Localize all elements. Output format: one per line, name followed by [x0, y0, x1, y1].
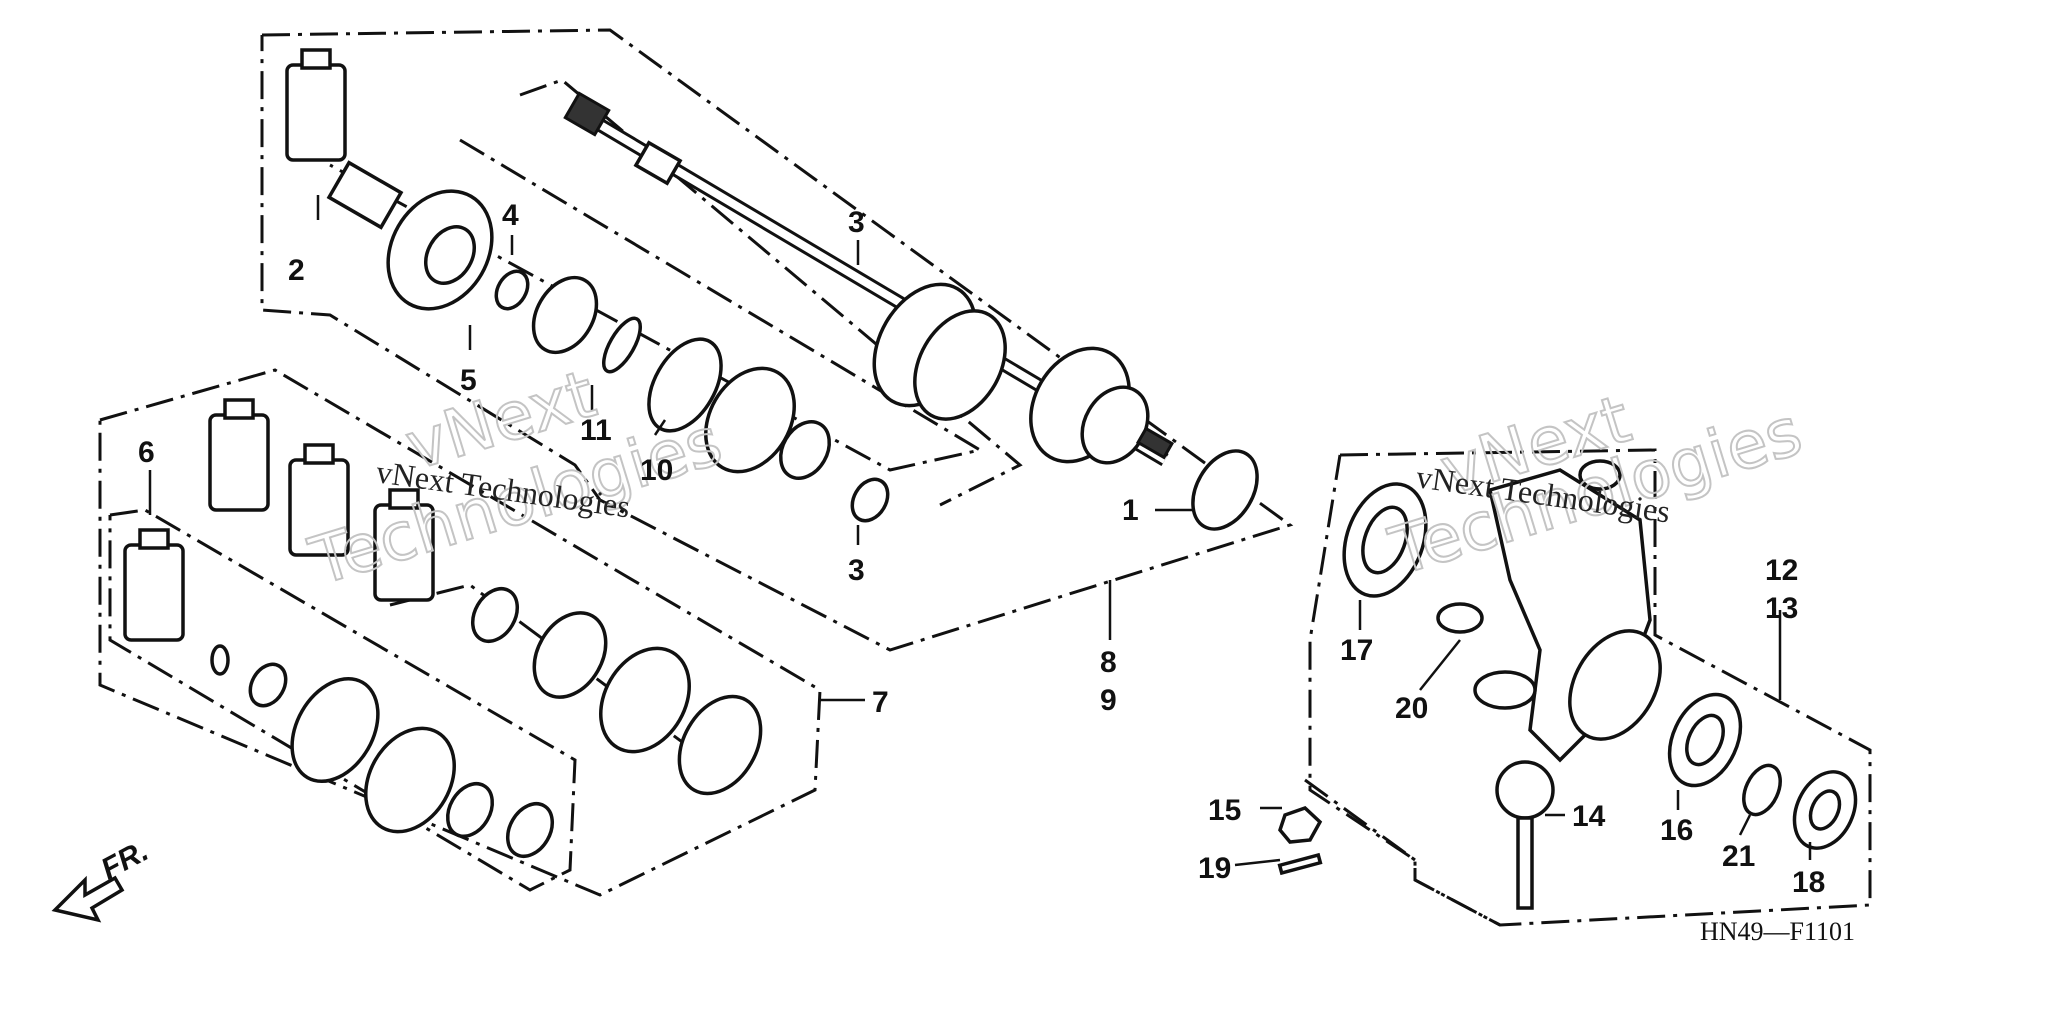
grease-bottles — [123, 48, 435, 642]
callout-11: 11 — [580, 414, 612, 447]
axle-assembly-outline — [260, 28, 1294, 652]
callouts: 1 2 3 3 4 5 6 7 8 9 10 11 12 13 14 15 16… — [138, 199, 1825, 899]
callout-17: 17 — [1340, 634, 1373, 667]
callout-19: 19 — [1198, 852, 1231, 885]
direction-label: FR. — [96, 834, 154, 886]
callout-10: 10 — [640, 454, 673, 487]
callout-20: 20 — [1395, 692, 1428, 725]
callout-18: 18 — [1792, 866, 1825, 899]
inboard-boot — [647, 337, 1259, 531]
front-direction-arrow: FR. — [51, 834, 154, 923]
outboard-joint — [872, 282, 1175, 465]
knuckle-outline — [1304, 448, 1872, 927]
callout-21: 21 — [1722, 840, 1755, 873]
inboard-joint — [326, 160, 642, 374]
callout-14: 14 — [1572, 800, 1606, 833]
diagram-code: HN49—F1101 — [1700, 917, 1855, 946]
callout-3-bottom: 3 — [848, 554, 865, 587]
knuckle-small-parts — [1277, 482, 1858, 910]
callout-1: 1 — [1122, 494, 1139, 527]
callout-2: 2 — [288, 254, 305, 287]
callout-13: 13 — [1765, 592, 1798, 625]
callout-9: 9 — [1100, 684, 1117, 717]
leader-lines — [148, 195, 1812, 867]
callout-5: 5 — [460, 364, 477, 397]
callout-15: 15 — [1208, 794, 1241, 827]
callout-7: 7 — [872, 686, 889, 719]
boot-kit-parts — [210, 587, 763, 858]
callout-8: 8 — [1100, 646, 1117, 679]
callout-6: 6 — [138, 436, 155, 469]
callout-3-top: 3 — [848, 206, 865, 239]
knuckle — [1473, 459, 1662, 763]
callout-12: 12 — [1765, 554, 1798, 587]
callout-4: 4 — [502, 199, 519, 232]
callout-16: 16 — [1660, 814, 1693, 847]
